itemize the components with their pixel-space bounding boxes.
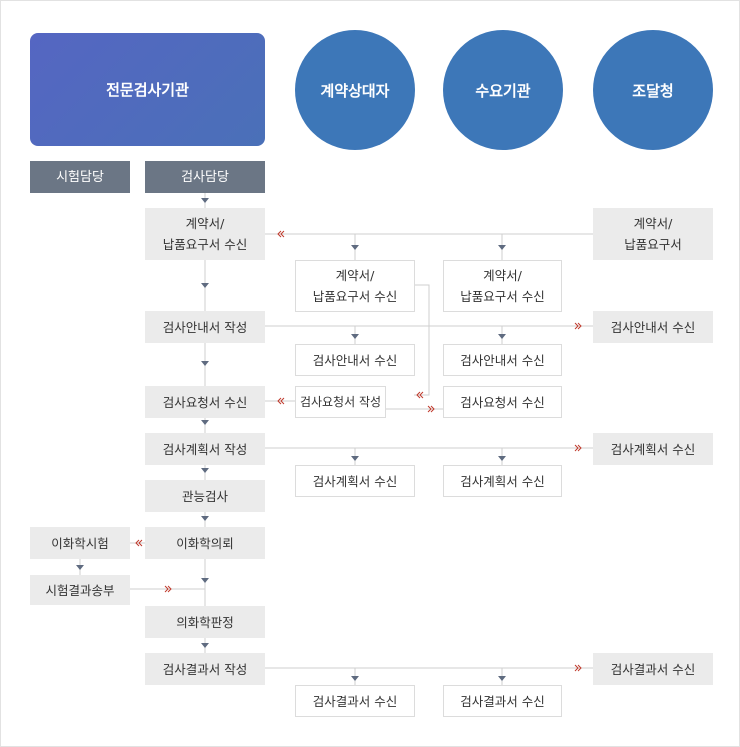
arrow-down [201, 468, 209, 473]
procurement-plan-receive: 검사계획서 수신 [593, 433, 713, 465]
demand-result-receive: 검사결과서 수신 [443, 685, 562, 717]
arrow-down [201, 578, 209, 583]
header-demand-agency: 수요기관 [443, 30, 563, 150]
step-contract-receive: 계약서/ 납품요구서 수신 [145, 208, 265, 260]
step-guide-write: 검사안내서 작성 [145, 311, 265, 343]
step-label-line: 납품요구서 수신 [312, 289, 398, 304]
step-sensory-inspection: 관능검사 [145, 480, 265, 512]
arrow-down [201, 283, 209, 288]
arrow-down [201, 420, 209, 425]
demand-guide-receive: 검사안내서 수신 [443, 344, 562, 376]
arrow-down [351, 676, 359, 681]
step-result-write: 검사결과서 작성 [145, 653, 265, 685]
arrow-down [201, 516, 209, 521]
step-physchem-request: 이화학의뢰 [145, 527, 265, 559]
role-inspection-staff: 검사담당 [145, 161, 265, 193]
step-request-receive: 검사요청서 수신 [145, 386, 265, 418]
chevron-arrows [135, 230, 582, 672]
step-label-line: 계약서/ [633, 216, 673, 231]
step-label-line: 납품요구서 수신 [460, 289, 545, 304]
arrow-down [201, 198, 209, 203]
arrow-down [498, 245, 506, 250]
role-test-staff: 시험담당 [30, 161, 130, 193]
step-physchem-test: 이화학시험 [30, 527, 130, 559]
step-test-result-send: 시험결과송부 [30, 575, 130, 605]
step-physchem-judge: 의화학판정 [145, 606, 265, 638]
step-label-line: 계약서/ [483, 268, 522, 283]
procurement-contract: 계약서/ 납품요구서 [593, 208, 713, 260]
contractor-plan-receive: 검사계획서 수신 [295, 465, 415, 497]
demand-plan-receive: 검사계획서 수신 [443, 465, 562, 497]
demand-request-receive: 검사요청서 수신 [443, 386, 562, 418]
demand-contract-receive: 계약서/ 납품요구서 수신 [443, 260, 562, 312]
arrow-down [201, 361, 209, 366]
arrow-down [498, 676, 506, 681]
step-label-line: 계약서/ [185, 216, 225, 231]
arrow-down [351, 334, 359, 339]
arrow-heads [76, 198, 506, 681]
contractor-request-write: 검사요청서 작성 [295, 386, 386, 418]
procurement-result-receive: 검사결과서 수신 [593, 653, 713, 685]
header-expert-agency: 전문검사기관 [30, 33, 265, 146]
arrow-down [351, 456, 359, 461]
procurement-guide-receive: 검사안내서 수신 [593, 311, 713, 343]
step-label-line: 납품요구서 [624, 237, 682, 252]
arrow-down [498, 456, 506, 461]
contractor-result-receive: 검사결과서 수신 [295, 685, 415, 717]
arrow-down [76, 565, 84, 570]
arrow-down [201, 643, 209, 648]
contractor-contract-receive: 계약서/ 납품요구서 수신 [295, 260, 415, 312]
contractor-guide-receive: 검사안내서 수신 [295, 344, 415, 376]
header-contractor: 계약상대자 [295, 30, 415, 150]
step-label-line: 납품요구서 수신 [162, 237, 248, 252]
arrow-down [498, 334, 506, 339]
header-procurement: 조달청 [593, 30, 713, 150]
arrow-down [351, 245, 359, 250]
step-label-line: 계약서/ [335, 268, 375, 283]
step-plan-write: 검사계획서 작성 [145, 433, 265, 465]
